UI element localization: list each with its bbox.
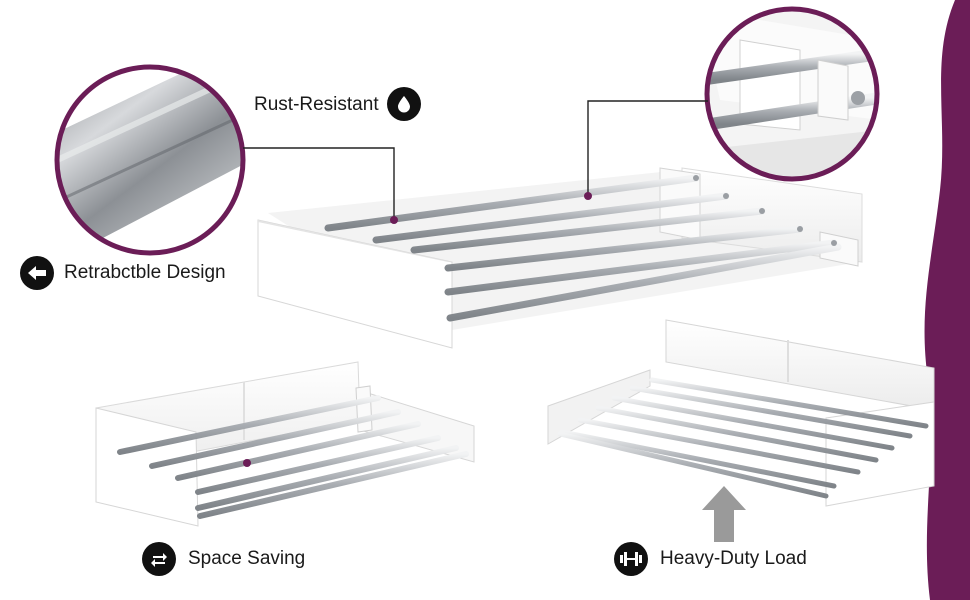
dumbbell-icon <box>614 542 648 576</box>
rod-closeup-magnifier <box>54 64 246 256</box>
space-saving-rack <box>95 361 475 527</box>
bracket-closeup-magnifier <box>704 6 880 182</box>
heavy-duty-rack <box>547 319 935 507</box>
callout-line-left <box>243 147 395 220</box>
rust-resistant-label: Rust-Resistant <box>254 94 379 115</box>
arrow-left-icon <box>20 256 54 290</box>
water-drop-icon <box>387 87 421 121</box>
heavy-duty-load-label: Heavy-Duty Load <box>660 548 807 569</box>
space-saving-label: Space Saving <box>188 548 306 569</box>
upward-arrow-icon <box>702 486 746 542</box>
retractable-design-label: Retrabctble Design <box>64 262 226 283</box>
main-drying-rack <box>257 167 863 349</box>
purple-wave-decoration <box>924 0 970 600</box>
callout-line-right <box>587 100 708 196</box>
swap-arrows-icon <box>142 542 176 576</box>
